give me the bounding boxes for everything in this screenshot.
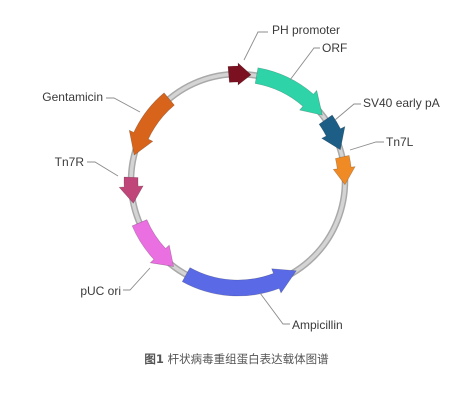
gentamicin-label: Gentamicin — [42, 90, 103, 104]
tn7r-arrow — [118, 176, 144, 204]
caption-text: 杆状病毒重组蛋白表达载体图谱 — [167, 352, 329, 366]
sv40-early-pa-arrow — [318, 114, 346, 151]
orf-label: ORF — [322, 41, 347, 55]
tn7l-label: Tn7L — [386, 135, 414, 149]
puc-ori-label: pUC ori — [80, 284, 121, 298]
ph-promoter-arrow — [227, 62, 252, 86]
tn7l-leader — [349, 141, 384, 151]
ph-promoter-label: PH promoter — [272, 23, 340, 37]
orf-leader — [289, 47, 320, 81]
ph-promoter-leader — [243, 31, 268, 61]
tn7l-arrow — [332, 154, 356, 186]
puc-ori-leader — [123, 267, 151, 291]
ampicillin-label: Ampicillin — [292, 318, 343, 332]
caption-prefix: 图1 — [144, 352, 164, 366]
label-leaders — [87, 31, 384, 325]
feature-arrows — [118, 62, 356, 297]
figure-caption: 图1 杆状病毒重组蛋白表达载体图谱 — [0, 351, 473, 367]
ampicillin-leader — [259, 292, 290, 325]
ampicillin-arrow — [181, 267, 297, 297]
orf-arrow — [254, 67, 323, 116]
sv40-early-pa-leader — [334, 103, 361, 121]
gentamicin-arrow — [128, 92, 175, 156]
gentamicin-leader — [106, 97, 141, 113]
sv40-early-pa-label: SV40 early pA — [363, 96, 440, 110]
puc-ori-arrow — [131, 219, 174, 267]
tn7r-leader — [87, 161, 119, 177]
tn7r-label: Tn7R — [55, 155, 85, 169]
